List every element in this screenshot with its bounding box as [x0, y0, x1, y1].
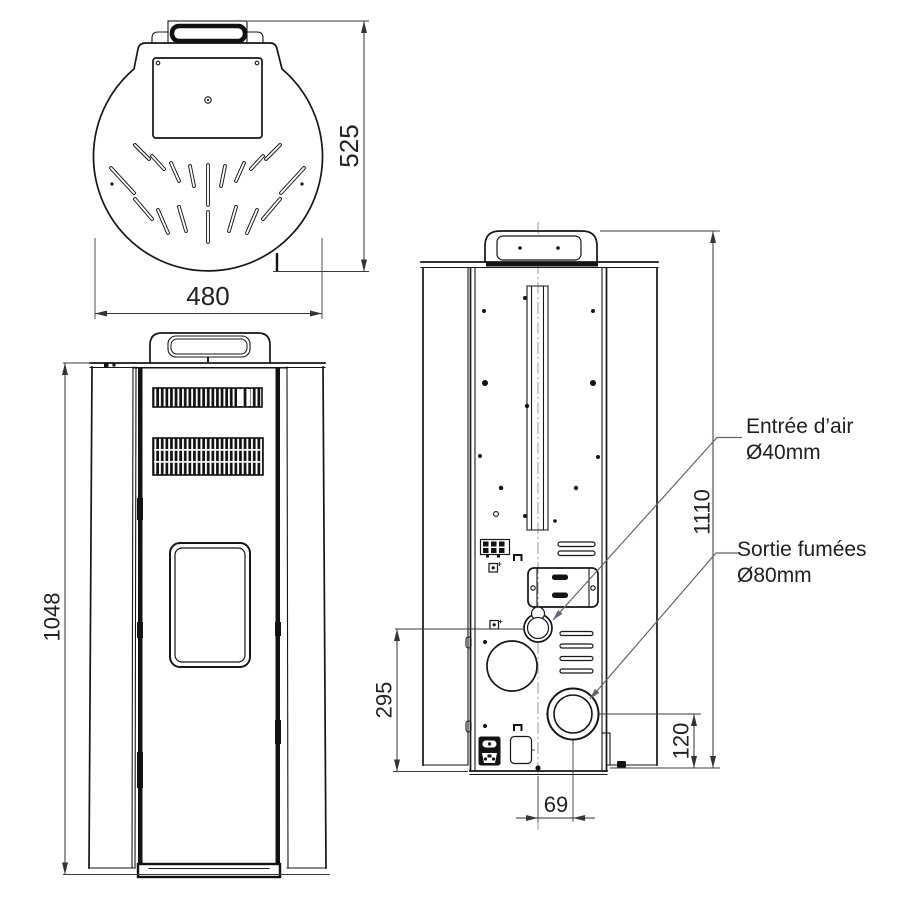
dim-120: 120: [669, 714, 697, 768]
air-inlet-label-line1: Entrée d’air: [746, 415, 853, 438]
rear-view: [420, 222, 701, 830]
dim-525: 525: [248, 20, 369, 272]
dim-label-120: 120: [669, 723, 694, 760]
terminal-block: [479, 538, 511, 558]
top-vent-slots: [109, 143, 306, 244]
air-inlet-label-line2: Ø40mm: [746, 441, 821, 464]
dim-295: 295: [372, 628, 523, 772]
fan-housing: [486, 640, 538, 692]
top-view: [92, 20, 324, 272]
dim-69: 69: [516, 776, 595, 822]
dim-label-525: 525: [334, 124, 364, 167]
smoke-outlet-label-line1: Sortie fumées: [737, 538, 867, 561]
front-view: [88, 332, 327, 879]
dim-480: 480: [94, 238, 323, 319]
smoke-outlet-label-line2: Ø80mm: [737, 564, 812, 587]
dim-1110: 1110: [600, 230, 720, 769]
dim-label-1110: 1110: [690, 489, 715, 535]
dim-label-69: 69: [544, 792, 568, 817]
sensor-component-lower: [489, 619, 503, 630]
smoke-outlet-callout: Sortie fumées Ø80mm: [589, 538, 867, 700]
dim-label-1048: 1048: [40, 593, 65, 642]
sensor-component-upper: [488, 562, 502, 573]
smoke-outlet-port: [546, 687, 701, 822]
dim-1048: 1048: [40, 362, 330, 875]
air-inlet-callout: Entrée d’air Ø40mm: [552, 415, 853, 621]
dim-label-295: 295: [372, 682, 397, 719]
rear-screw-dots: [478, 296, 600, 771]
dim-label-480: 480: [186, 281, 229, 311]
power-socket: [478, 736, 501, 766]
switch-plate: [509, 735, 533, 765]
air-inlet-port: [523, 606, 553, 643]
control-box: [527, 567, 599, 608]
